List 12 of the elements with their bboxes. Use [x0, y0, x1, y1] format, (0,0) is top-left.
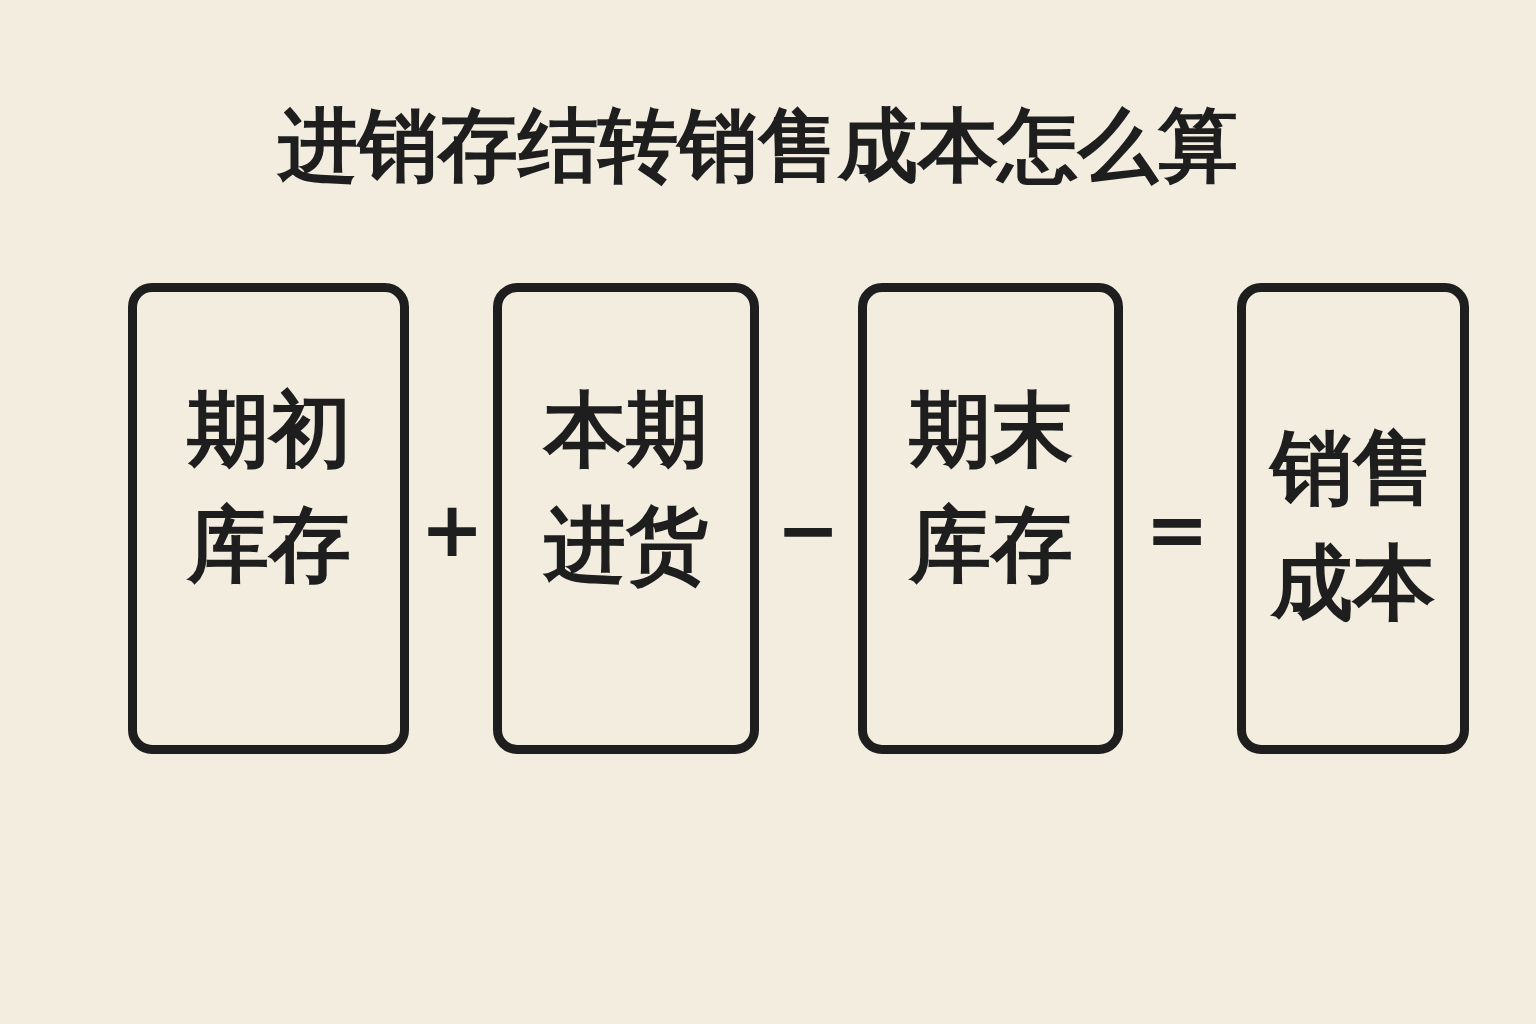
operator-sign: +: [419, 492, 485, 568]
card-label: 期初库存: [185, 381, 352, 594]
operator-sign: −: [775, 492, 841, 568]
operator-sign: =: [1144, 492, 1210, 568]
title: 进销存结转销售成本怎么算: [276, 98, 1239, 194]
formula-card: [858, 283, 1123, 754]
card-label: 期末库存: [907, 381, 1074, 594]
card-label: 销售成本: [1266, 411, 1440, 641]
formula-card: [1237, 283, 1469, 754]
card-label: 本期进货: [541, 381, 709, 594]
formula-card: [128, 283, 409, 754]
formula-card: [493, 283, 759, 754]
